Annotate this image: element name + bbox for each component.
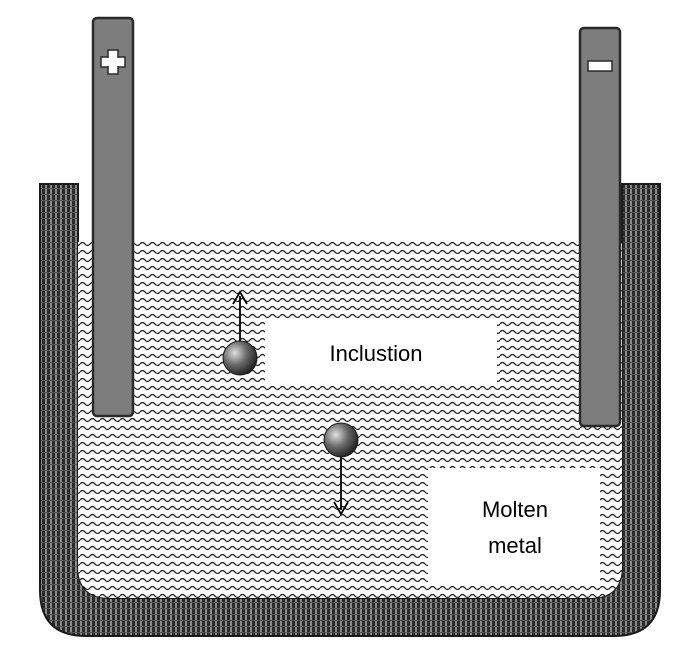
molten-metal-label-line1: Molten (482, 497, 548, 522)
anode-electrode (91, 16, 135, 418)
inclusion-label: Inclustion (330, 341, 423, 366)
molten-metal-label-line2: metal (488, 533, 542, 558)
inclusion-particle-sinking (323, 422, 359, 516)
inclusion-particle-rising (222, 290, 258, 376)
molten-metal-label-box (428, 468, 600, 586)
cathode-electrode (578, 26, 622, 428)
inclusion-label-box (265, 320, 497, 386)
plus-sign-icon (100, 49, 126, 75)
minus-sign-icon (587, 60, 613, 72)
